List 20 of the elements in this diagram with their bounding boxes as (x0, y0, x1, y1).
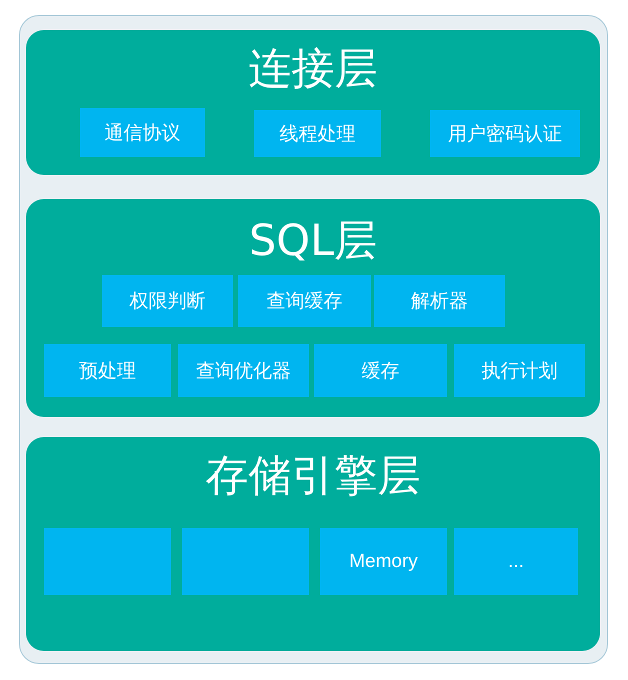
module-box: Memory (320, 528, 447, 595)
module-box (44, 528, 171, 595)
module-box: 查询缓存 (238, 275, 371, 327)
module-box: 缓存 (314, 344, 447, 397)
module-box (182, 528, 309, 595)
layer-title: 连接层 (248, 45, 378, 93)
module-box: 查询优化器 (178, 344, 309, 397)
layer-title: 存储引擎层 (206, 452, 420, 500)
layer-panel (26, 437, 600, 651)
layer-panel (26, 30, 600, 175)
module-box: 通信协议 (80, 108, 205, 157)
module-box: 用户密码认证 (430, 110, 580, 157)
layer-title: SQL层 (248, 217, 378, 265)
module-box: 权限判断 (102, 275, 233, 327)
module-box: 执行计划 (454, 344, 585, 397)
module-box: 线程处理 (254, 110, 381, 157)
module-box: 解析器 (374, 275, 505, 327)
layer-panel (26, 199, 600, 417)
module-box: 预处理 (44, 344, 171, 397)
module-box: ... (454, 528, 578, 595)
